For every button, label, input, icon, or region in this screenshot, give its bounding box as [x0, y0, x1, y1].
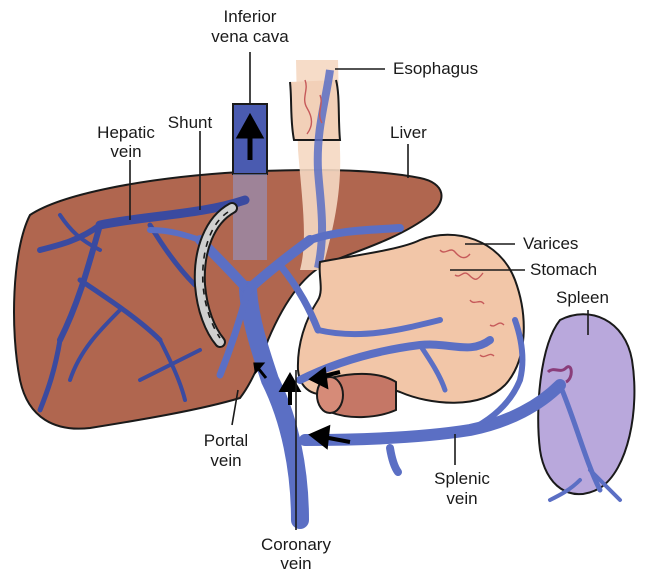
splenic-vein-label-line1: Splenic [434, 469, 490, 488]
inferior-vena-cava-faded [233, 174, 267, 260]
hepatic-vein-label-line2: vein [110, 142, 141, 161]
portal-vein-label-line2: vein [210, 451, 241, 470]
esophagus-upper [290, 80, 340, 140]
portal-vein-label-line1: Portal [204, 431, 248, 450]
coronary-vein-label-line2: vein [280, 554, 311, 573]
shunt-label: Shunt [168, 113, 213, 132]
varices-label: Varices [523, 234, 578, 253]
spleen [538, 314, 634, 494]
esophagus-label: Esophagus [393, 59, 478, 78]
hepatic-vein-label-line1: Hepatic [97, 123, 155, 142]
splenic-vein-label-line2: vein [446, 489, 477, 508]
ivc-label-line2: vena cava [211, 27, 289, 46]
ivc-label-line1: Inferior [224, 7, 277, 26]
liver-label: Liver [390, 123, 427, 142]
stomach-label: Stomach [530, 260, 597, 279]
spleen-label: Spleen [556, 288, 609, 307]
coronary-vein-label-line1: Coronary [261, 535, 331, 554]
